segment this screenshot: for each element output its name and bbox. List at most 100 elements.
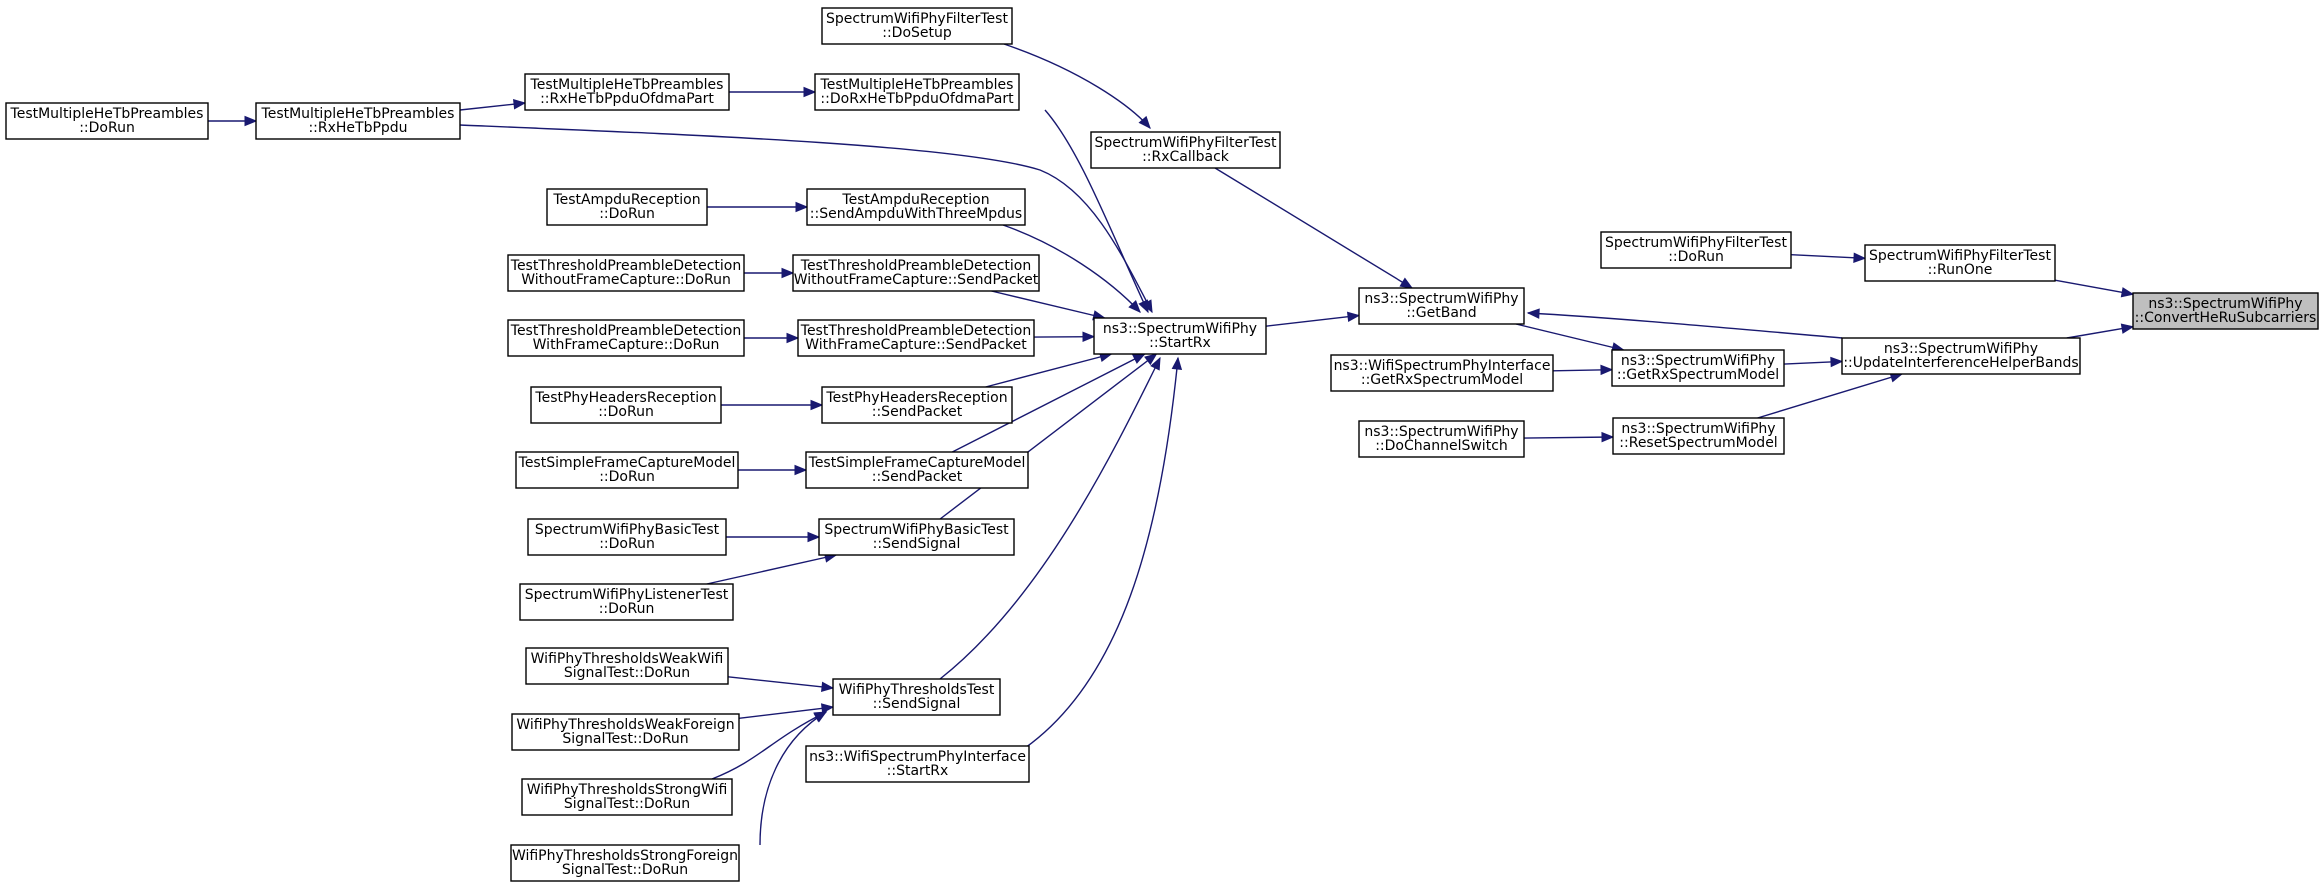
node-box[interactable] [527, 518, 727, 556]
node-box[interactable] [507, 254, 745, 292]
node-tpd-w-dorun[interactable]: TestThresholdPreambleDetectionWithFrameC… [507, 319, 745, 357]
arrowhead [786, 332, 800, 344]
node-dosetup[interactable]: SpectrumWifiPhyFilterTest::DoSetup [821, 7, 1013, 45]
node-box[interactable] [507, 319, 745, 357]
node-tpd-wo-dorun[interactable]: TestThresholdPreambleDetectionWithoutFra… [507, 254, 745, 292]
node-phh-dorun[interactable]: TestPhyHeadersReception::DoRun [530, 386, 722, 424]
arrowhead [2120, 323, 2135, 334]
node-ampdu-send[interactable]: TestAmpduReception::SendAmpduWithThreeMp… [806, 188, 1026, 226]
node-box[interactable] [1330, 354, 1554, 392]
node-label-line: ::DoRun [79, 120, 135, 136]
node-box[interactable] [792, 254, 1040, 292]
node-rxhetb[interactable]: TestMultipleHeTbPreambles::RxHeTbPpdu [255, 102, 461, 140]
node-mhetb-dorun[interactable]: TestMultipleHeTbPreambles::DoRun [5, 102, 209, 140]
node-box[interactable] [1358, 420, 1525, 458]
node-label-line: SpectrumWifiPhyBasicTest [535, 522, 720, 538]
node-basic-send[interactable]: SpectrumWifiPhyBasicTest::SendSignal [818, 518, 1015, 556]
arrowhead [821, 681, 835, 693]
node-wpt-strongwifi[interactable]: WifiPhyThresholdsStrongWifiSignalTest::D… [521, 778, 733, 816]
node-tpd-wo-send[interactable]: TestThresholdPreambleDetectionWithoutFra… [792, 254, 1040, 292]
node-box[interactable] [1090, 131, 1281, 169]
node-update[interactable]: ns3::SpectrumWifiPhy::UpdateInterference… [1841, 337, 2081, 375]
node-box[interactable] [832, 678, 1001, 716]
node-label-line: TestThresholdPreambleDetection [800, 258, 1031, 274]
node-box[interactable] [1612, 417, 1785, 455]
node-label-line: TestMultipleHeTbPreambles [820, 77, 1014, 93]
node-box[interactable] [546, 188, 708, 226]
node-startrx[interactable]: ns3::SpectrumWifiPhy::StartRx [1093, 317, 1267, 355]
node-label-line: ns3::WifiSpectrumPhyInterface [809, 749, 1026, 765]
node-box[interactable] [519, 583, 734, 621]
arrowhead [1601, 431, 1615, 443]
node-box[interactable] [1864, 244, 2056, 282]
node-box[interactable] [1358, 287, 1525, 325]
node-sfc-send[interactable]: TestSimpleFrameCaptureModel::SendPacket [805, 451, 1029, 489]
node-wpt-weakwifi[interactable]: WifiPhyThresholdsWeakWifiSignalTest::DoR… [525, 647, 729, 685]
edge-line [1515, 323, 1624, 351]
node-phh-send[interactable]: TestPhyHeadersReception::SendPacket [821, 386, 1013, 424]
node-box[interactable] [1093, 317, 1267, 355]
node-label-line: WifiPhyThresholdsStrongForeign [512, 848, 738, 864]
node-box[interactable] [1600, 231, 1792, 269]
node-label-line: TestAmpduReception [841, 192, 989, 208]
node-label-line: ::StartRx [887, 763, 949, 779]
edge-line [706, 554, 837, 585]
edge-line [985, 353, 1112, 388]
node-sfc-dorun[interactable]: TestSimpleFrameCaptureModel::DoRun [515, 451, 739, 489]
node-box[interactable] [806, 188, 1026, 226]
node-rxhetbofdma[interactable]: TestMultipleHeTbPreambles::RxHeTbPpduOfd… [524, 73, 730, 111]
node-rxcallback[interactable]: SpectrumWifiPhyFilterTest::RxCallback [1090, 131, 1281, 169]
node-listener-dorun[interactable]: SpectrumWifiPhyListenerTest::DoRun [519, 583, 734, 621]
node-label-line: ::RxHeTbPpduOfdmaPart [540, 91, 714, 107]
node-label-line: TestThresholdPreambleDetection [510, 323, 741, 339]
node-tpd-w-send[interactable]: TestThresholdPreambleDetectionWithFrameC… [797, 319, 1035, 357]
arrowhead [1138, 115, 1151, 129]
edge-tpd_wo_dorun-to-tpd_wo_send [744, 267, 795, 279]
node-dorxhetb[interactable]: TestMultipleHeTbPreambles::DoRxHeTbPpduO… [814, 73, 1020, 111]
node-box[interactable] [525, 647, 729, 685]
node-if-getrx[interactable]: ns3::WifiSpectrumPhyInterface::GetRxSpec… [1330, 354, 1554, 392]
node-filter-dorun[interactable]: SpectrumWifiPhyFilterTest::DoRun [1600, 231, 1792, 269]
node-box[interactable] [818, 518, 1015, 556]
node-box[interactable] [805, 451, 1029, 489]
arrowhead [1600, 364, 1614, 376]
node-runone[interactable]: SpectrumWifiPhyFilterTest::RunOne [1864, 244, 2056, 282]
node-box[interactable] [821, 386, 1013, 424]
arrowhead [1526, 308, 1540, 319]
node-wpt-strongforeign[interactable]: WifiPhyThresholdsStrongForeignSignalTest… [510, 844, 740, 882]
arrowhead [795, 201, 809, 213]
edge-line [459, 124, 1153, 313]
node-basic-dorun[interactable]: SpectrumWifiPhyBasicTest::DoRun [527, 518, 727, 556]
node-box[interactable] [797, 319, 1035, 357]
node-if-startrx[interactable]: ns3::WifiSpectrumPhyInterface::StartRx [805, 745, 1030, 783]
node-box[interactable] [515, 451, 739, 489]
node-chswitch[interactable]: ns3::SpectrumWifiPhy::DoChannelSwitch [1358, 420, 1525, 458]
node-box[interactable] [2132, 292, 2319, 330]
node-box[interactable] [521, 778, 733, 816]
node-wpt-send[interactable]: WifiPhyThresholdsTest::SendSignal [832, 678, 1001, 716]
node-box[interactable] [1841, 337, 2081, 375]
node-reset[interactable]: ns3::SpectrumWifiPhy::ResetSpectrumModel [1612, 417, 1785, 455]
node-box[interactable] [510, 844, 740, 882]
node-box[interactable] [530, 386, 722, 424]
node-box[interactable] [511, 713, 740, 751]
node-label-line: ::UpdateInterferenceHelperBands [1843, 355, 2078, 371]
arrowhead [244, 115, 258, 127]
node-wpt-weakforeign[interactable]: WifiPhyThresholdsWeakForeignSignalTest::… [511, 713, 740, 751]
node-convert[interactable]: ns3::SpectrumWifiPhy::ConvertHeRuSubcarr… [2132, 292, 2319, 330]
node-getband[interactable]: ns3::SpectrumWifiPhy::GetBand [1358, 287, 1525, 325]
arrowhead [1144, 353, 1158, 366]
node-box[interactable] [821, 7, 1013, 45]
node-ampdu-dorun[interactable]: TestAmpduReception::DoRun [546, 188, 708, 226]
node-box[interactable] [5, 102, 209, 140]
node-box[interactable] [814, 73, 1020, 111]
node-box[interactable] [255, 102, 461, 140]
edge-line [711, 711, 827, 780]
edge-tpd_wo_send-to-startrx [991, 290, 1106, 321]
edge-ampdu_send-to-startrx [1002, 224, 1141, 313]
node-box[interactable] [1611, 349, 1785, 387]
node-getrxmodel[interactable]: ns3::SpectrumWifiPhy::GetRxSpectrumModel [1611, 349, 1785, 387]
node-box[interactable] [805, 745, 1030, 783]
node-label-line: ns3::SpectrumWifiPhy [1364, 291, 1518, 307]
node-box[interactable] [524, 73, 730, 111]
